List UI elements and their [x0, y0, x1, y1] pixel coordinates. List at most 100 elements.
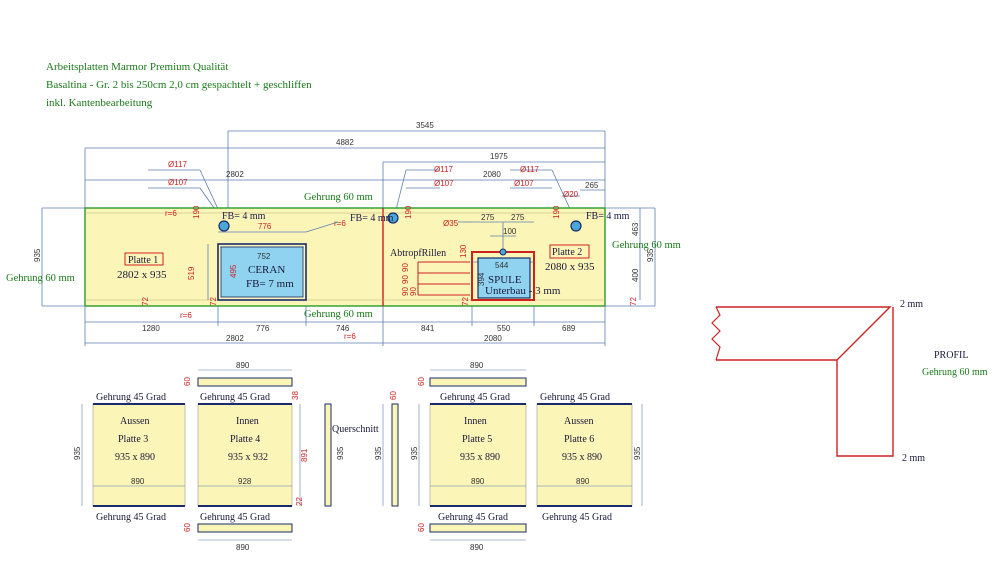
dim-519: 519: [187, 266, 196, 280]
panel-3-size: 935 x 890: [115, 452, 155, 463]
ceran-surface: [220, 246, 304, 298]
fb-mid: FB= 4 mm: [350, 213, 394, 224]
hole-117-right: Ø117: [520, 165, 540, 174]
fb-left: FB= 4 mm: [222, 211, 266, 222]
panel-6-name: Platte 6: [564, 434, 594, 445]
panel-4-sw-c: 38: [291, 391, 300, 400]
querschnitt-935-a: 935: [336, 446, 345, 460]
panel-5-sw-a: 60: [417, 377, 426, 386]
bottom-r6: r=6: [344, 332, 356, 341]
panel-4-sw-a: 60: [183, 377, 192, 386]
querschnitt-935-b: 935: [374, 446, 383, 460]
panel-6-inner: 890: [576, 477, 590, 486]
dim-265: 265: [585, 181, 599, 190]
bottom-776: 776: [256, 324, 270, 333]
sink-basin: [477, 257, 531, 299]
panel-5-inner: 890: [471, 477, 485, 486]
dim-90-a: 90: [401, 263, 410, 272]
querschnitt-label: Querschnitt: [332, 424, 379, 435]
profile-outline: [716, 306, 894, 457]
dim-752: 752: [257, 252, 271, 261]
spule-label: SPULE: [488, 274, 522, 286]
dim-935-right: 935: [646, 248, 655, 262]
dim-4882: 4882: [336, 138, 354, 147]
r6-a: r=6: [165, 209, 177, 218]
panel-4-strip-bottom: 890: [236, 543, 250, 552]
drain-hole: [499, 248, 507, 256]
dim-190-c: 190: [552, 205, 561, 219]
dim-72-d: 72: [629, 297, 638, 306]
header-line-2: Basaltina - Gr. 2 bis 250cm 2,0 cm gespa…: [46, 79, 312, 91]
panel-4-top: Gehrung 45 Grad: [200, 392, 270, 403]
dim-2802-top: 2802: [226, 170, 244, 179]
dim-190-b: 190: [404, 205, 413, 219]
dim-394: 394: [477, 272, 486, 286]
profil-subtitle: Gehrung 60 mm: [922, 367, 988, 378]
ceran-cutout: [217, 243, 307, 301]
profil-title: PROFIL: [934, 350, 968, 361]
dim-495: 495: [229, 264, 238, 278]
panel-6-label: Aussen: [564, 416, 593, 427]
querschnitt-60: 60: [389, 391, 398, 400]
platte1-label-box: [124, 252, 164, 266]
top-dimension-lines: [84, 130, 606, 223]
ceran-fb: FB= 7 mm: [246, 278, 294, 290]
panel-5-label: Innen: [464, 416, 487, 427]
panel-4-side: 891: [300, 448, 309, 462]
profile-break-line: [711, 306, 721, 361]
platte2-size: 2080 x 935: [545, 261, 595, 273]
dim-2080-top: 2080: [483, 170, 501, 179]
panel-4-name: Platte 4: [230, 434, 260, 445]
gehrung-right: Gehrung 60 mm: [612, 240, 681, 251]
panel-6-top: Gehrung 45 Grad: [540, 392, 610, 403]
panel-4-sw-b: 60: [183, 523, 192, 532]
bottom-689: 689: [562, 324, 576, 333]
dim-463: 463: [631, 222, 640, 236]
panel-4-bottom: Gehrung 45 Grad: [200, 512, 270, 523]
hole-20: Ø20: [563, 190, 579, 199]
hole-107-right: Ø107: [514, 179, 534, 188]
dim-776-top: 776: [258, 222, 272, 231]
dim-72-b: 72: [209, 297, 218, 306]
panel-5-size: 935 x 890: [460, 452, 500, 463]
drainage-grooves: [417, 261, 470, 296]
dim-190-a: 190: [192, 205, 201, 219]
dim-935-left: 935: [33, 248, 42, 262]
platte2-label: Platte 2: [552, 247, 582, 258]
tap-hole-right: [570, 220, 582, 232]
profil-dim-bottom: 2 mm: [902, 453, 925, 464]
dim-90-c: 90: [401, 287, 410, 296]
panel-4: [197, 369, 301, 541]
bottom-2802: 2802: [226, 334, 244, 343]
panel-5-side: 935: [410, 446, 419, 460]
panel-3-name: Platte 3: [118, 434, 148, 445]
bottom-2080: 2080: [484, 334, 502, 343]
panel-3-side: 935: [73, 446, 82, 460]
bottom-550: 550: [497, 324, 511, 333]
platte2-label-box: [549, 244, 590, 259]
panel-5-top: Gehrung 45 Grad: [440, 392, 510, 403]
bottom-746: 746: [336, 324, 350, 333]
hole-35: Ø35: [443, 219, 459, 228]
hole-117-mid: Ø117: [434, 165, 454, 174]
dim-400: 400: [631, 268, 640, 282]
panel-3: [81, 403, 186, 507]
platte1-size: 2802 x 935: [117, 269, 167, 281]
dim-72-c: 72: [461, 297, 470, 306]
dim-275-b: 275: [511, 213, 525, 222]
panel-5-sw-b: 60: [417, 523, 426, 532]
dim-72-a: 72: [141, 297, 150, 306]
gehrung-left: Gehrung 60 mm: [6, 273, 75, 284]
r6-b: r=6: [334, 219, 346, 228]
dim-130: 130: [459, 244, 468, 258]
r6-c: r=6: [180, 311, 192, 320]
side-dimension-lines: [41, 207, 656, 307]
gehrung-top: Gehrung 60 mm: [304, 192, 373, 203]
fb-right: FB= 4 mm: [586, 211, 630, 222]
profil-dim-top: 2 mm: [900, 299, 923, 310]
bottom-dimension-lines: [84, 306, 606, 346]
panel-3-top: Gehrung 45 Grad: [96, 392, 166, 403]
header-line-3: inkl. Kantenbearbeitung: [46, 97, 153, 109]
hole-107-left: Ø107: [168, 178, 188, 187]
